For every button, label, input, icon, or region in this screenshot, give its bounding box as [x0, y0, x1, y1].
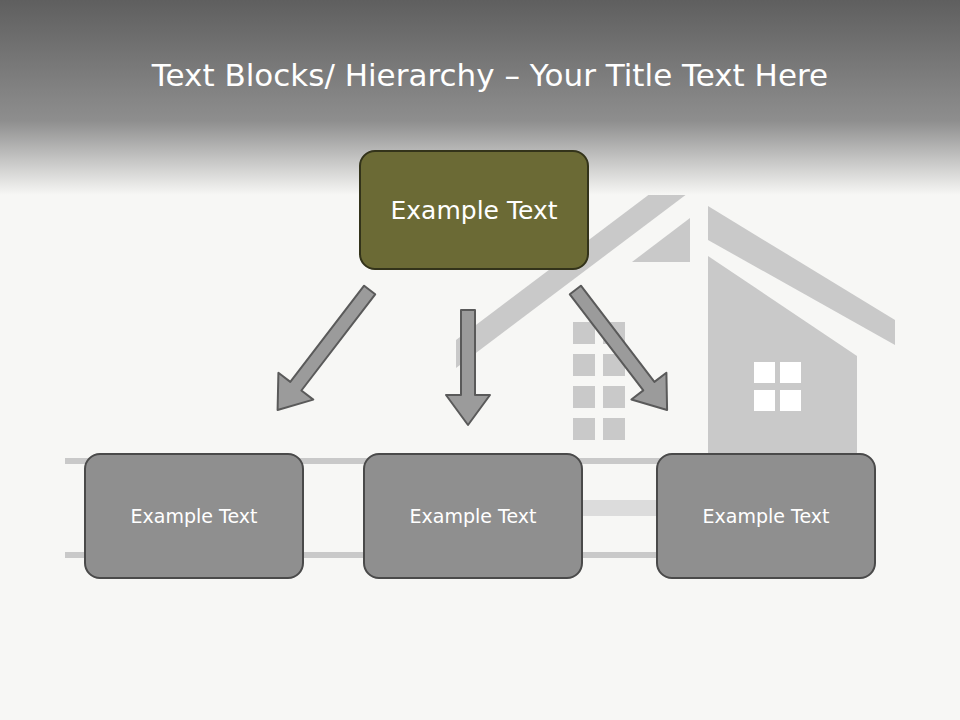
box-label: Example Text	[131, 505, 258, 527]
parent-box: Example Text	[359, 150, 589, 270]
box-label: Example Text	[703, 505, 830, 527]
block-arrow	[446, 310, 490, 425]
slide-title: Text Blocks/ Hierarchy – Your Title Text…	[40, 52, 940, 98]
box-label: Example Text	[410, 505, 537, 527]
child-box: Example Text	[656, 453, 876, 579]
child-box: Example Text	[363, 453, 583, 579]
child-box: Example Text	[84, 453, 304, 579]
block-arrow	[570, 286, 667, 410]
box-label: Example Text	[391, 196, 558, 225]
block-arrow	[278, 286, 376, 410]
